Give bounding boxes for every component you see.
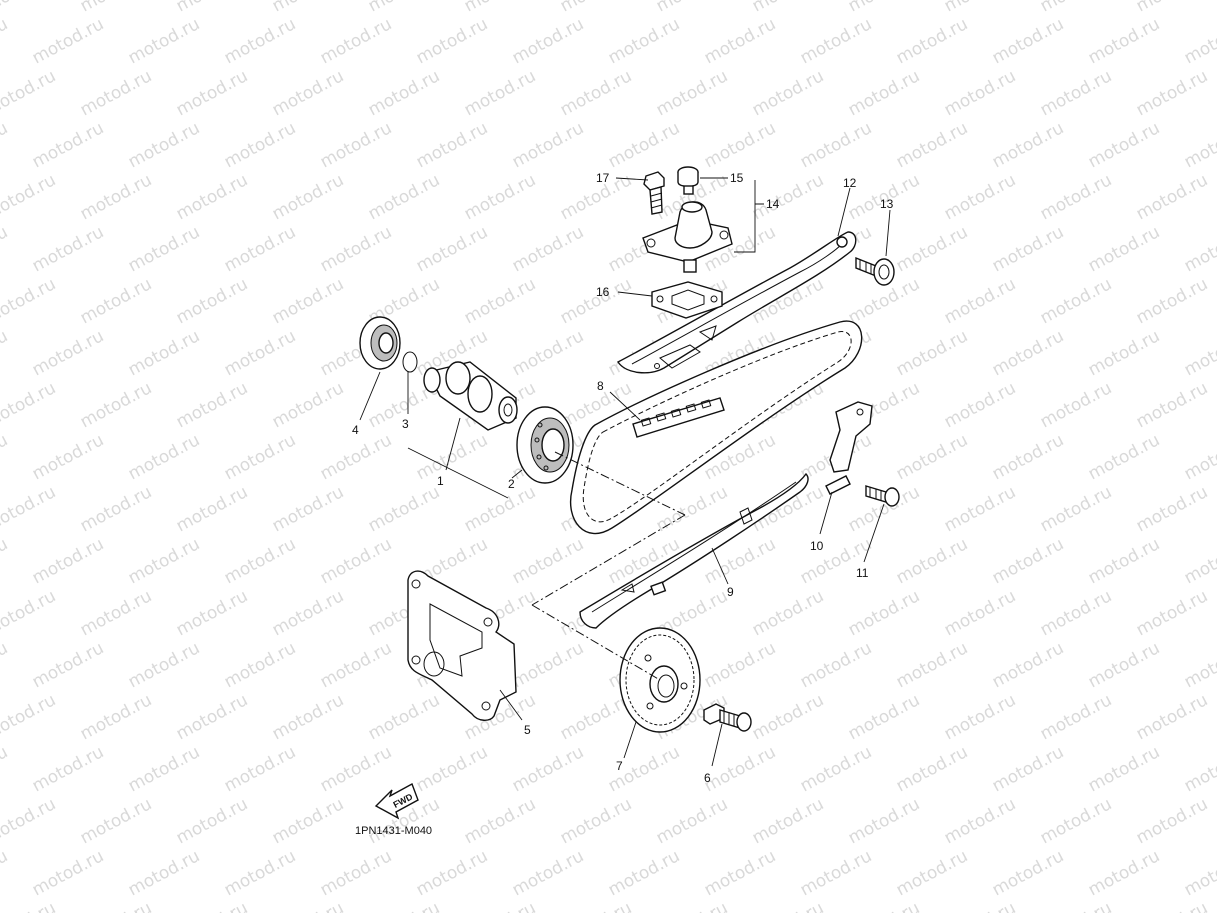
callout-9: 9 [727,585,734,599]
tensioner-bolt [643,171,665,215]
leader-lines [359,177,891,767]
timing-chain [569,320,863,535]
callout-13: 13 [880,197,894,211]
callout-15: 15 [730,171,744,185]
sprocket-bolt [703,703,752,732]
bearing-right [516,406,574,484]
callout-3: 3 [402,417,409,431]
bracket-bolt [865,485,900,507]
callout-14: 14 [766,197,780,211]
reference-lines [531,451,686,681]
callout-7: 7 [616,759,623,773]
tensioner-guide [616,231,857,374]
callout-labels: 1 2 3 4 5 6 7 8 9 10 11 12 13 14 15 16 1… [352,171,894,785]
chain-tensioner [642,166,733,273]
callout-11: 11 [856,566,869,580]
callout-16: 16 [596,285,610,299]
tensioner-gasket [651,281,723,319]
callout-6: 6 [704,771,711,785]
head-gasket [407,570,517,721]
chain-guide [579,472,809,629]
callout-1: 1 [437,474,444,488]
guide-pivot-bolt [855,256,895,286]
callout-8: 8 [597,379,604,393]
chain-links [632,397,725,438]
callout-2: 2 [508,477,515,491]
callout-10: 10 [810,539,824,553]
callout-17: 17 [596,171,610,185]
callout-5: 5 [524,723,531,737]
tensioner-cap-bolt [677,166,699,195]
bearing-left [359,316,401,370]
camshaft [423,361,518,431]
fwd-arrow: FWD [374,782,419,820]
callout-4: 4 [352,423,359,437]
diagram-code: 1PN1431-M040 [355,825,432,837]
circlip [402,351,418,373]
callout-12: 12 [843,176,857,190]
guide-bracket [825,401,873,495]
